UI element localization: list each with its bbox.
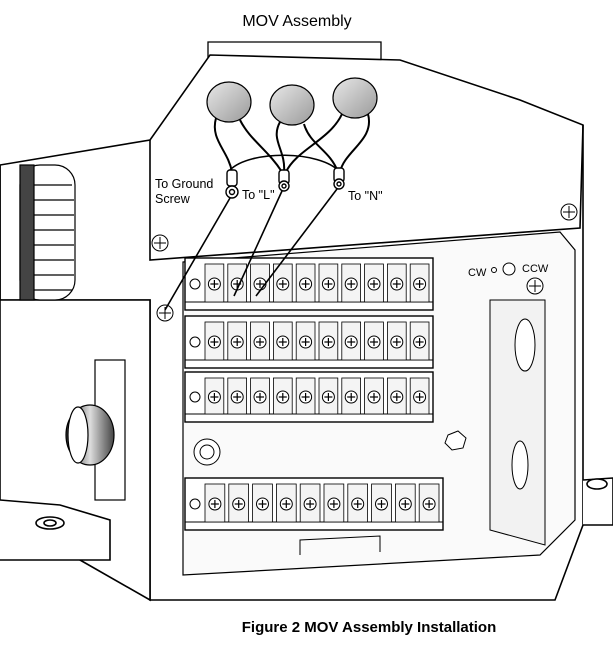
terminal-screw-icon <box>227 321 248 361</box>
cw-label: CW <box>468 267 487 279</box>
strip-end-screw-icon <box>189 278 201 290</box>
terminal-screw-icon <box>318 321 339 361</box>
to-l-label: To "L" <box>242 188 275 202</box>
ground-leader <box>164 197 231 311</box>
mov-disc-2 <box>269 84 315 126</box>
terminal-screw-icon <box>386 321 407 361</box>
terminal-screw-icon <box>364 263 384 303</box>
terminal-screw-icon <box>204 321 225 361</box>
terminal-screw-icon <box>364 377 384 415</box>
terminal-screw-icon <box>204 263 225 303</box>
ring-terminals <box>225 167 345 199</box>
terminal-strip-4 <box>184 477 444 531</box>
terminal-screw-icon <box>418 483 440 523</box>
terminal-screw-icon <box>272 321 293 361</box>
terminal-screw-icon <box>386 377 407 415</box>
terminal-strips <box>184 257 444 531</box>
screws <box>151 203 578 466</box>
terminal-screw-icon <box>409 377 430 415</box>
terminal-screw-icon <box>409 263 430 303</box>
terminal-screw-icon <box>318 263 339 303</box>
terminal-screw-icon <box>318 377 339 415</box>
mov-disc-1 <box>206 81 252 123</box>
strip-end-screw-icon <box>189 336 201 348</box>
terminal-screw-icon <box>228 483 250 523</box>
terminal-screw-icon <box>341 321 361 361</box>
terminal-screw-icon <box>347 483 368 523</box>
terminal-screw-icon <box>250 377 270 415</box>
n-leader <box>255 188 338 297</box>
ccw-label: CCW <box>522 263 549 275</box>
terminal-screw-icon <box>295 263 316 303</box>
ground-terminal-screw-icon <box>156 304 174 322</box>
terminal-screw-icon <box>299 483 321 523</box>
ccw-screw-icon <box>526 277 544 295</box>
mov-leads <box>213 113 371 173</box>
terminal-screw-icon <box>204 483 226 523</box>
l-leader <box>233 190 283 297</box>
mov-discs <box>206 77 378 126</box>
terminal-strip-2 <box>184 315 434 369</box>
cover-screw-icon <box>560 203 578 221</box>
terminal-screw-icon <box>204 377 225 415</box>
terminal-screw-icon <box>371 483 392 523</box>
strip-end-screw-icon <box>189 391 201 403</box>
terminal-screw-icon <box>341 377 361 415</box>
cw-pointer-icon <box>491 267 497 273</box>
hex-nut-icon <box>444 430 467 451</box>
leader-lines <box>164 188 338 311</box>
bushing-icon <box>193 438 221 466</box>
terminal-screw-icon <box>275 483 297 523</box>
terminal-screw-icon <box>295 377 316 415</box>
terminal-strip-1 <box>184 257 434 311</box>
terminal-screw-icon <box>252 483 273 523</box>
ground-screw-icon <box>151 234 169 252</box>
terminal-screw-icon <box>394 483 416 523</box>
strip-end-screw-icon <box>189 498 201 510</box>
terminal-screw-icon <box>272 263 293 303</box>
terminal-screw-icon <box>323 483 345 523</box>
figure-caption: Figure 2 MOV Assembly Installation <box>242 619 497 636</box>
to-ground-label-line2: Screw <box>155 192 191 206</box>
terminal-screw-icon <box>364 321 384 361</box>
terminal-screw-icon <box>272 377 293 415</box>
terminal-screw-icon <box>295 321 316 361</box>
terminal-screw-icon <box>250 321 270 361</box>
terminal-screw-icon <box>386 263 407 303</box>
terminal-screw-icon <box>341 263 361 303</box>
to-n-label: To "N" <box>348 189 383 203</box>
cooling-fins <box>19 164 76 301</box>
terminal-screw-icon <box>227 377 248 415</box>
mov-disc-3 <box>332 77 378 119</box>
to-ground-label-line1: To Ground <box>155 177 213 191</box>
cw-indicator-icon <box>502 262 516 276</box>
terminal-screw-icon <box>227 263 248 303</box>
terminal-screw-icon <box>409 321 430 361</box>
control-knob <box>65 359 126 501</box>
terminal-strip-3 <box>184 371 434 423</box>
mov-assembly-label: MOV Assembly <box>242 13 351 30</box>
